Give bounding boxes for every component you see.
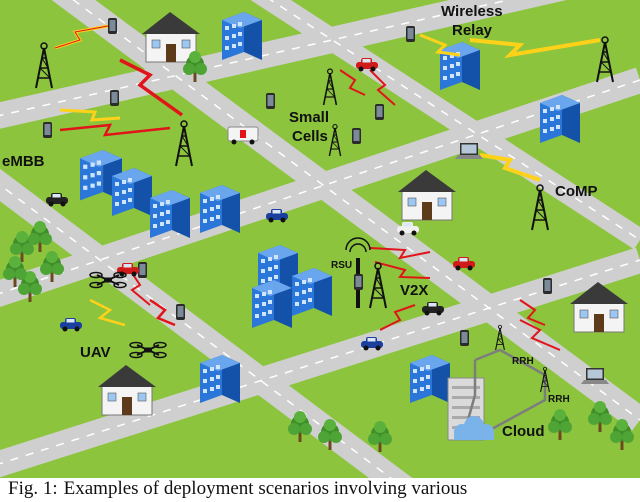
grass-ground [0,0,640,478]
ambulance-icon [227,126,259,145]
smartphone-icon [460,330,469,346]
cloud-icon [454,416,494,440]
label-cloud: Cloud [502,423,545,440]
smartphone-icon [108,18,117,34]
smartphone-icon [176,304,185,320]
label-wireless-relay-line1: Wireless [441,3,503,20]
label-rrh-1: RRH [512,356,534,367]
road-markings [0,0,640,478]
lightning-link-icon [54,24,601,351]
label-small-cells-line2: Cells [292,128,328,145]
label-v2x: V2X [400,282,428,299]
caption-text: Examples of deployment scenarios involvi… [63,478,468,499]
label-comp: CoMP [555,183,598,200]
smartphone-icon [352,128,361,144]
smartphone-icon [138,262,147,278]
label-rrh-2: RRH [548,394,570,405]
label-embb: eMBB [2,153,45,170]
smartphone-icon [43,122,52,138]
label-uav: UAV [80,344,111,361]
label-rsu: RSU [331,260,352,271]
deployment-scene: eMBB Wireless Relay Small Cells CoMP RSU… [0,0,640,478]
smartphone-icon [110,90,119,106]
smartphone-icon [375,104,384,120]
caption-fig-number: Fig. 1: [8,478,58,499]
figure-caption: Fig. 1:Examples of deployment scenarios … [8,478,632,502]
smartphone-icon [543,278,552,294]
smartphone-icon [354,274,363,290]
label-wireless-relay-line2: Relay [452,22,493,39]
smartphone-icon [406,26,415,42]
smartphone-icon [266,93,275,109]
label-small-cells-line1: Small [289,109,329,126]
